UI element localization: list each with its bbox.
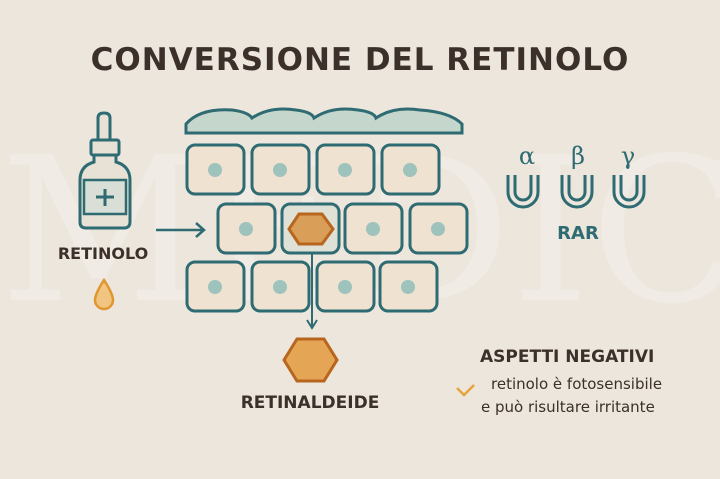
cell-nucleus (273, 280, 287, 294)
retinolo-label: RETINOLO (58, 244, 148, 263)
negatives-line-2: e può risultare irritante (481, 398, 655, 416)
negatives-heading: ASPETTI NEGATIVI (480, 347, 654, 367)
arrow-right-icon (156, 222, 206, 238)
conversion-line (306, 254, 318, 330)
cell-nucleus (208, 163, 222, 177)
cell-nucleus (208, 280, 222, 294)
cell-nucleus (239, 222, 253, 236)
serum-bottle-icon (78, 111, 132, 230)
retinaldehyde-hexagon (282, 337, 339, 383)
negatives-line-1: retinolo è fotosensibile (491, 375, 662, 393)
retinaldeide-label: RETINALDEIDE (241, 393, 380, 413)
gamma-label: γ (621, 142, 635, 170)
page-title: CONVERSIONE DEL RETINOLO (91, 42, 630, 78)
cell-nucleus (403, 163, 417, 177)
rar-label: RAR (557, 223, 599, 244)
cell-nucleus (366, 222, 380, 236)
cell-nucleus (431, 222, 445, 236)
alpha-label: α (519, 142, 535, 170)
cell-nucleus (338, 280, 352, 294)
oil-drop-icon (93, 277, 115, 311)
receptor-icons (506, 175, 646, 209)
cell-nucleus (338, 163, 352, 177)
check-icon (456, 384, 475, 397)
cell-nucleus (401, 280, 415, 294)
skin-surface-layer (184, 107, 464, 135)
beta-label: β (571, 142, 585, 170)
skin-cells (185, 143, 469, 313)
retinol-molecule-hexagon (287, 212, 335, 246)
cell-nucleus (273, 163, 287, 177)
